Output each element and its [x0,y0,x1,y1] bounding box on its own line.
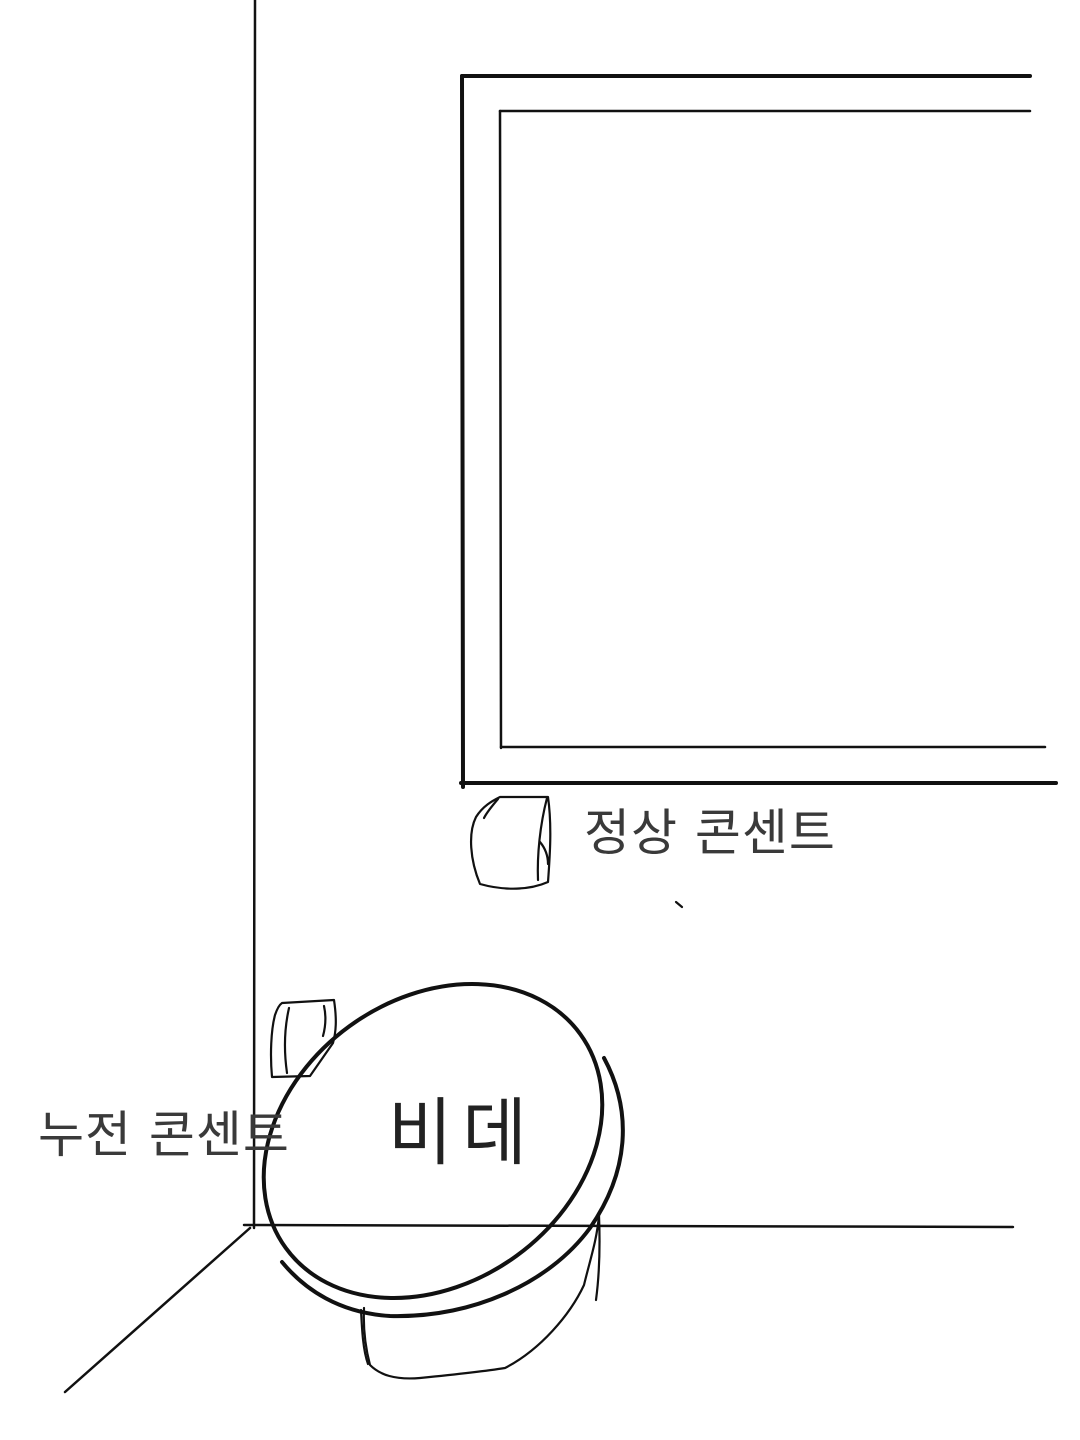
gfci-outlet-label: 누전 콘센트 [38,1106,290,1164]
bidet-lid-outline [261,982,605,1300]
bidet-rim-outline [280,1056,625,1319]
gfci-outlet-icon [269,998,337,1079]
normal-outlet-icon [469,795,552,890]
floor-corner-diagonal-line [63,1226,252,1394]
bidet-bowl-outline [362,1213,601,1380]
bidet-seat-icon [261,982,625,1380]
stray-mark [674,900,684,909]
window-frame [459,74,1058,789]
normal-outlet-label: 정상 콘센트 [584,804,836,862]
bidet-label: 비데 [388,1089,537,1177]
wall-corner-line [252,0,257,1230]
floor-wall-edge-line [242,1223,1015,1229]
